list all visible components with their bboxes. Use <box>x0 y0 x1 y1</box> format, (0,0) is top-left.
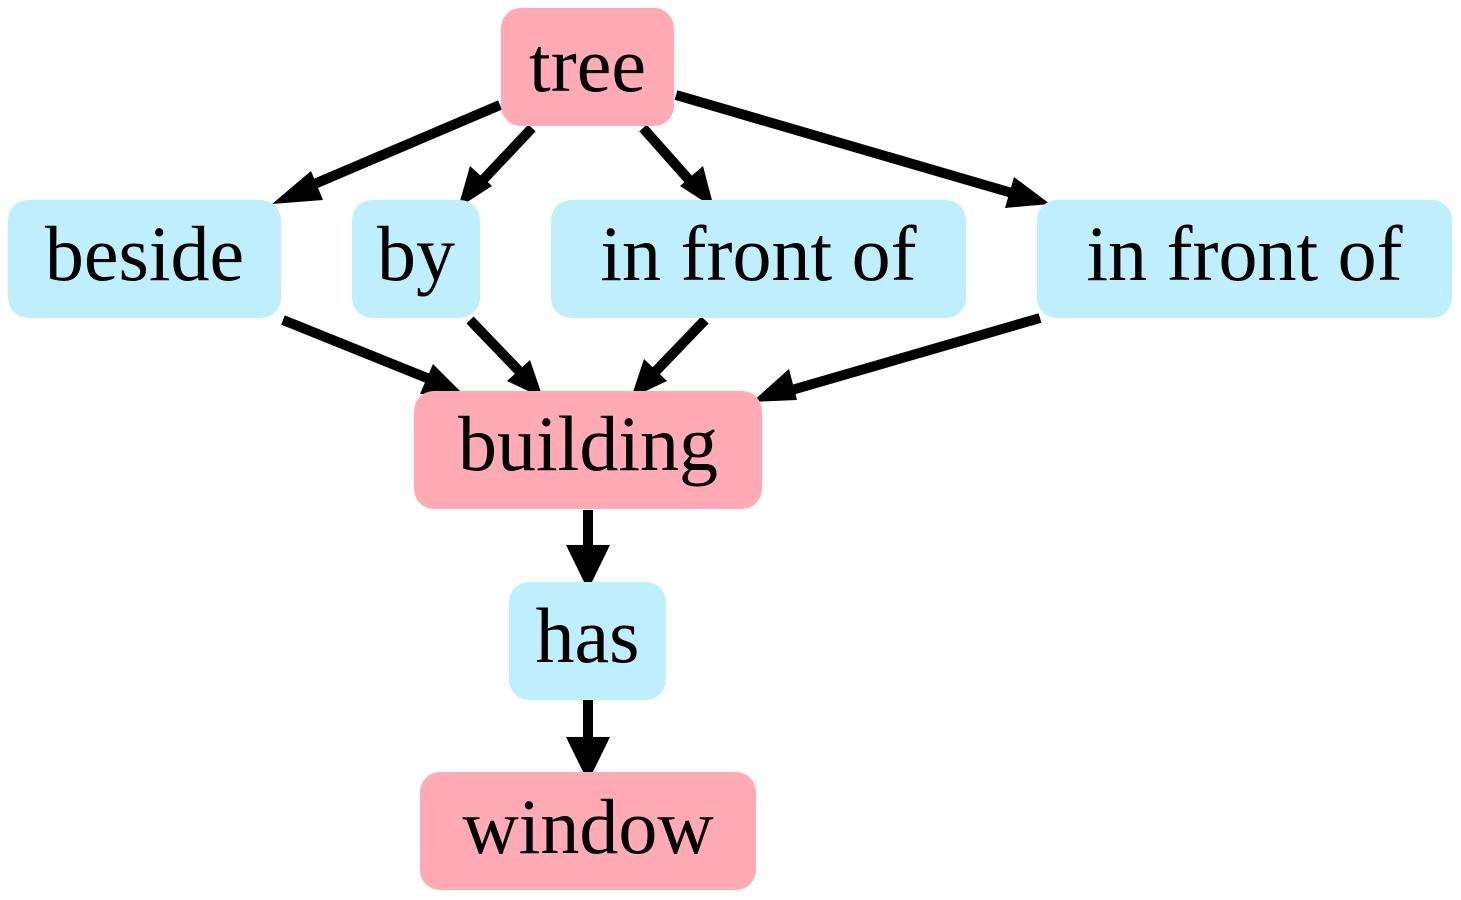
node-tree-label: tree <box>529 21 646 108</box>
arrowhead-icon <box>680 166 714 208</box>
arrowhead-icon <box>458 166 492 208</box>
node-building-box <box>414 391 762 509</box>
arrowhead-icon <box>507 360 543 398</box>
node-by-box <box>352 200 480 318</box>
edge-in-front-of-1-building <box>651 316 709 376</box>
node-has-box <box>509 582 666 700</box>
arrowhead-icon <box>566 737 610 782</box>
node-window-label: window <box>462 783 713 870</box>
node-beside-box <box>8 200 281 318</box>
node-in-front-of-1-box <box>551 200 966 318</box>
edge-tree-in-front-of-1 <box>639 124 694 185</box>
edge-in-front-of-2-building <box>783 313 1042 397</box>
edge-beside-building <box>281 315 434 385</box>
edges <box>272 90 1050 782</box>
node-has-label: has <box>536 592 640 679</box>
node-in-front-of-2-box <box>1037 200 1452 318</box>
edge-tree-in-front-of-2 <box>674 90 1014 198</box>
node-tree-box <box>501 8 674 126</box>
node-tree: tree <box>501 8 674 126</box>
nodes: tree beside by in front of in front of b… <box>8 8 1452 890</box>
node-in-front-of-1-label: in front of <box>600 210 916 297</box>
node-building-label: building <box>458 400 718 487</box>
arrowhead-icon <box>420 364 465 396</box>
arrowhead-icon <box>566 545 610 590</box>
arrowhead-icon <box>631 359 667 398</box>
edge-tree-beside <box>303 100 502 193</box>
node-window: window <box>420 772 756 890</box>
node-beside: beside <box>8 200 281 318</box>
node-in-front-of-2-label: in front of <box>1086 210 1402 297</box>
node-has: has <box>509 582 666 700</box>
node-window-box <box>420 772 756 890</box>
arrowhead-icon <box>752 369 797 402</box>
node-by-label: by <box>377 210 455 297</box>
node-in-front-of-2: in front of <box>1037 200 1452 318</box>
node-in-front-of-1: in front of <box>551 200 966 318</box>
node-building: building <box>414 391 762 509</box>
arrowhead-icon <box>272 171 323 204</box>
node-by: by <box>352 200 480 318</box>
edge-tree-by <box>478 124 536 185</box>
arrowhead-icon <box>1005 177 1050 208</box>
edge-by-building <box>466 316 524 376</box>
node-beside-label: beside <box>45 210 244 297</box>
